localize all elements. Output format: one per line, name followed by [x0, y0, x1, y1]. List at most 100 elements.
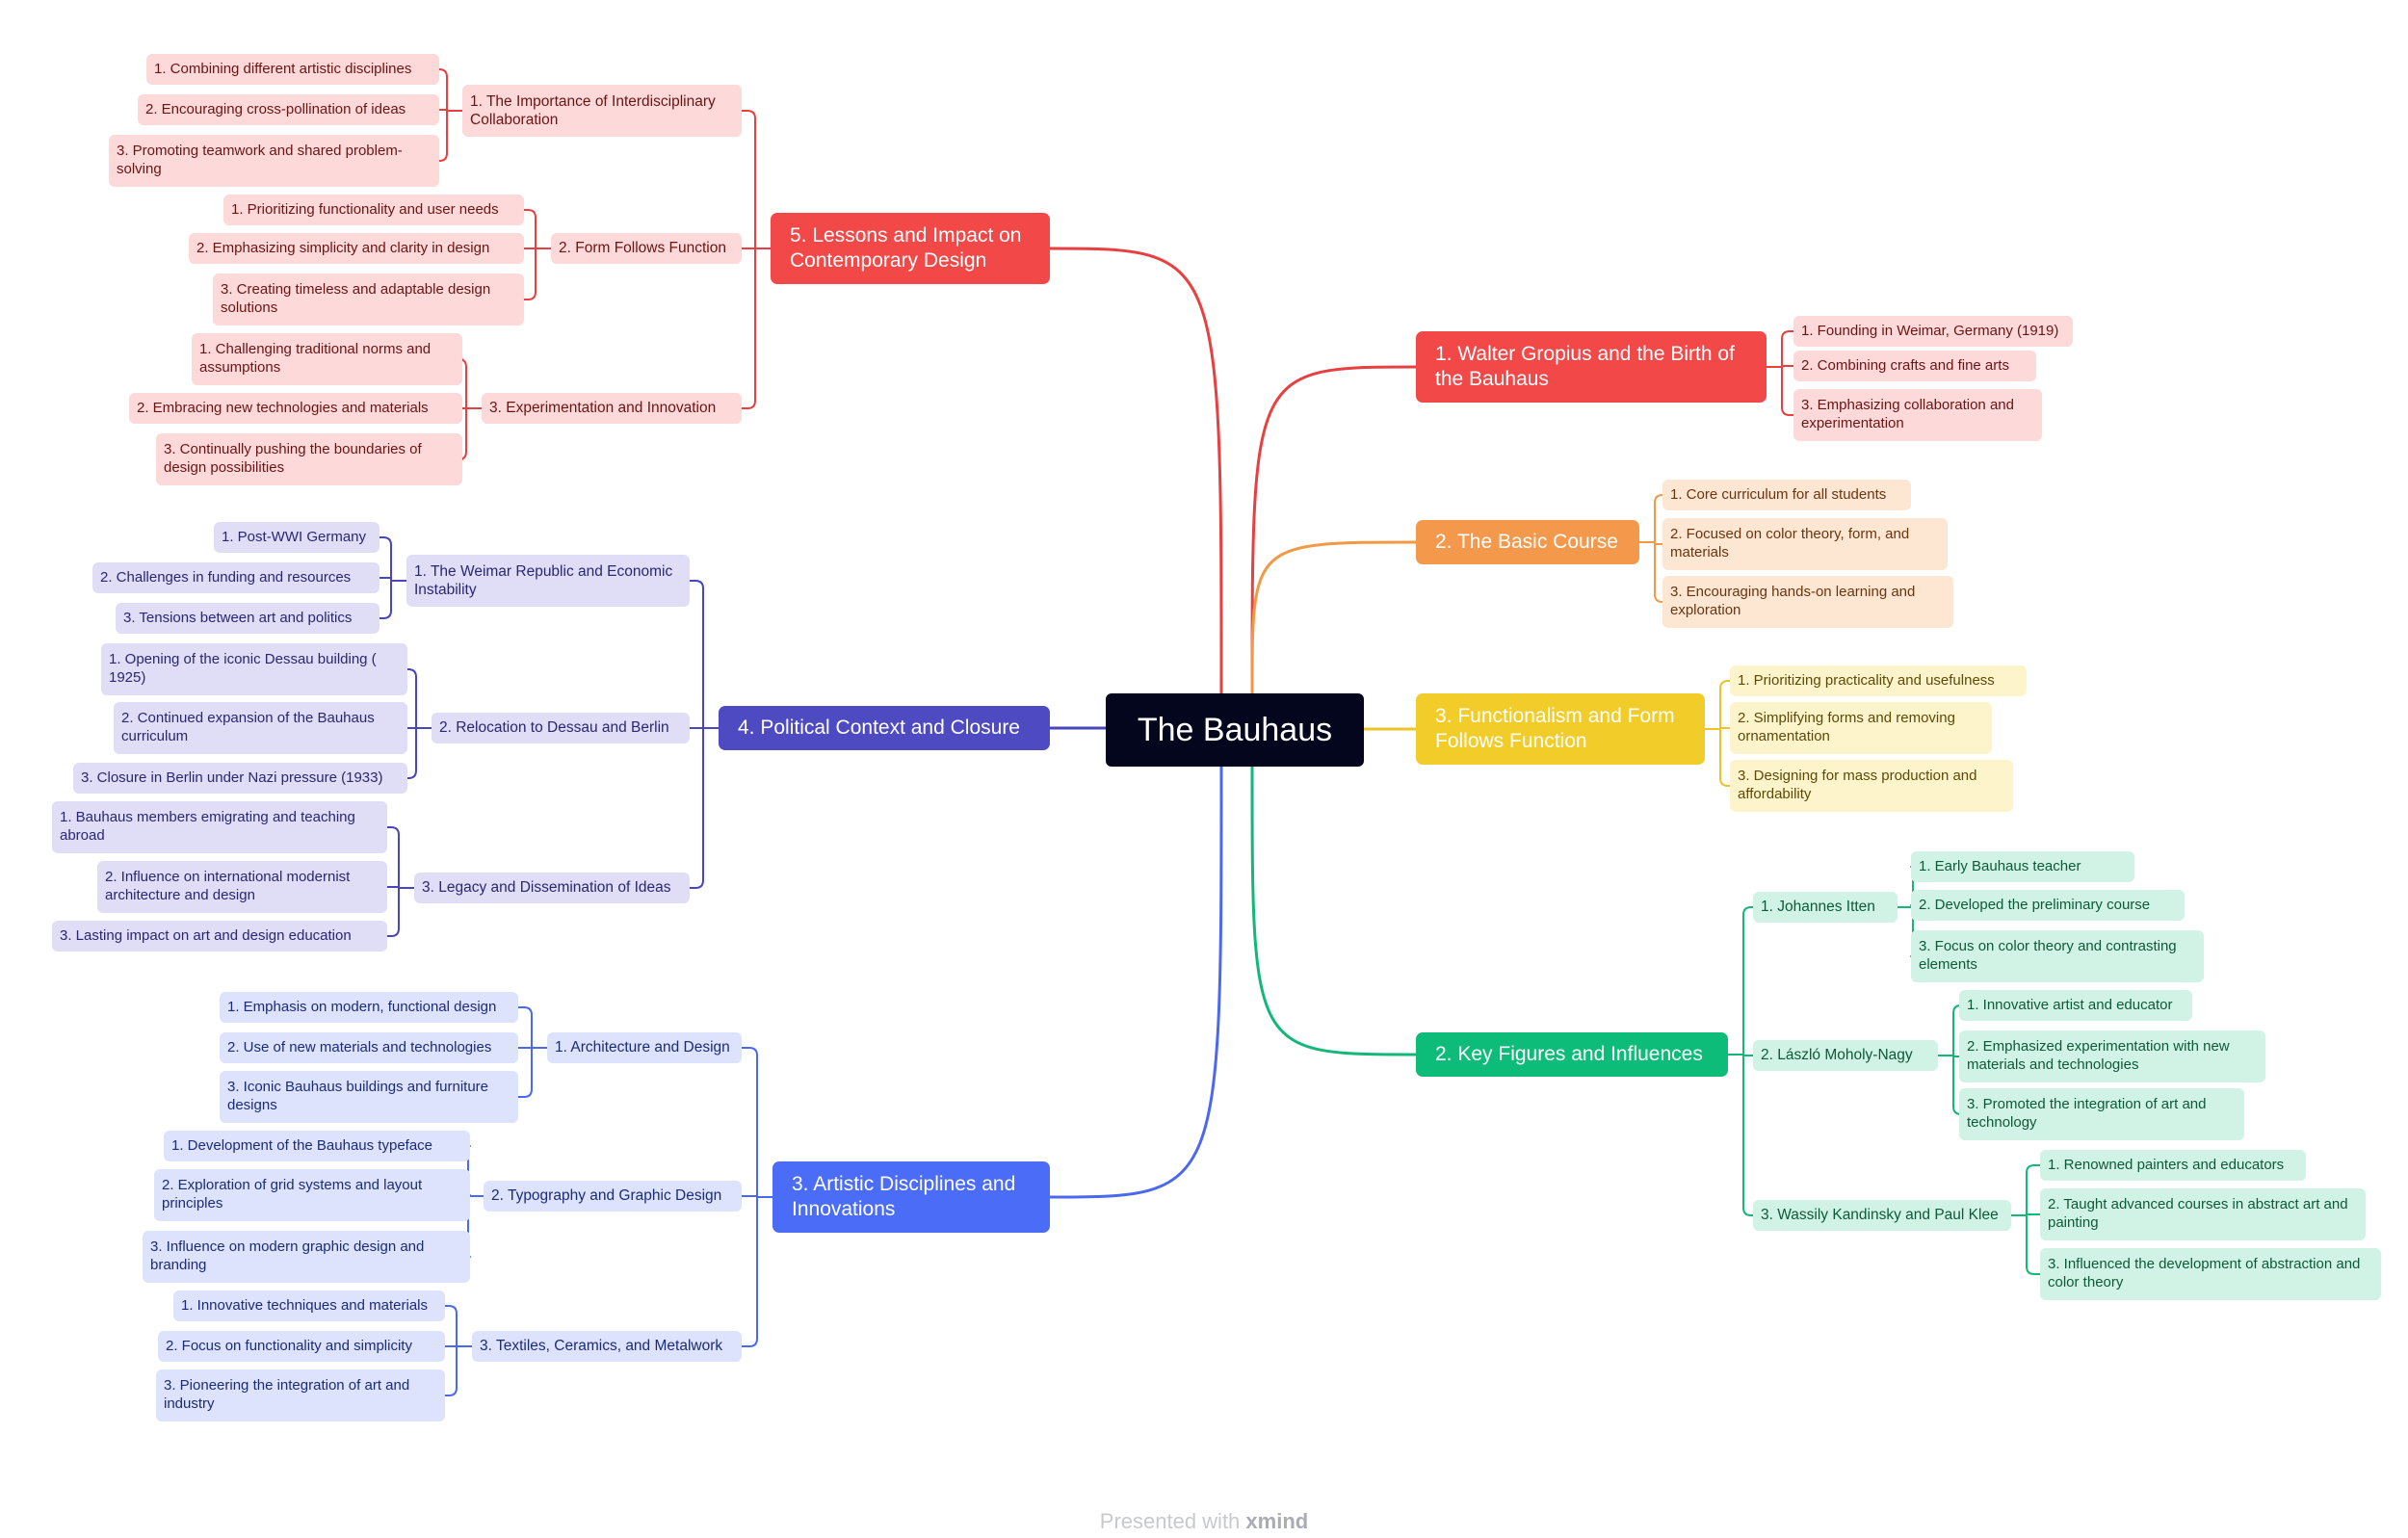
branch-2-the-basic-course-connector: [1250, 540, 1418, 695]
branch-5-lessons-and-impact-on-contemporary-design-sub-3[interactable]: 3. Experimentation and Innovation: [482, 393, 742, 424]
branch-3-artistic-disciplines-and-innovations-sub-1[interactable]: 1. Architecture and Design: [547, 1032, 742, 1063]
branch-5-lessons-and-impact-on-contemporary-design-sub-1-item-3[interactable]: 3. Promoting teamwork and shared problem…: [109, 135, 439, 187]
branch-4-political-context-and-closure-sub-3-item-2[interactable]: 2. Influence on international modernist …: [97, 861, 387, 913]
branch-3-functionalism-and-form-follows-function-item-3[interactable]: 3. Designing for mass production and aff…: [1730, 760, 2013, 812]
branch-2-key-figures-and-influences-sub-3[interactable]: 3. Wassily Kandinsky and Paul Klee: [1753, 1200, 2011, 1231]
branch-5-lessons-and-impact-on-contemporary-design-sub-3-item-2[interactable]: 2. Embracing new technologies and materi…: [129, 393, 462, 424]
branch-5-lessons-and-impact-on-contemporary-design-sub-1-link-1: [438, 68, 448, 112]
branch-2-key-figures-and-influences-link-1: [1742, 906, 1754, 1056]
branch-5-lessons-and-impact-on-contemporary-design-sub-2-item-1[interactable]: 1. Prioritizing functionality and user n…: [223, 195, 524, 225]
xmind-brand: xmind: [1245, 1509, 1309, 1533]
branch-2-the-basic-course-item-3[interactable]: 3. Encouraging hands-on learning and exp…: [1662, 576, 1953, 628]
branch-4-political-context-and-closure-sub-1-item-2[interactable]: 2. Challenges in funding and resources: [92, 562, 380, 593]
branch-5-lessons-and-impact-on-contemporary-design-sub-2-item-3[interactable]: 3. Creating timeless and adaptable desig…: [213, 274, 524, 326]
branch-5-lessons-and-impact-on-contemporary-design-sub-2-item-3-label: 3. Creating timeless and adaptable desig…: [221, 281, 491, 316]
branch-2-key-figures-and-influences-link-3: [1742, 1054, 1754, 1216]
branch-5-lessons-and-impact-on-contemporary-design-sub-2-item-1-label: 1. Prioritizing functionality and user n…: [231, 200, 499, 218]
branch-2-key-figures-and-influences-sub-3-item-1-label: 1. Renowned painters and educators: [2048, 1156, 2285, 1173]
branch-3-artistic-disciplines-and-innovations-sub-1-link-1: [517, 1006, 533, 1049]
branch-4-political-context-and-closure-sub-2[interactable]: 2. Relocation to Dessau and Berlin: [432, 713, 690, 743]
branch-5-lessons-and-impact-on-contemporary-design-sub-1-item-2-label: 2. Encouraging cross-pollination of idea…: [145, 100, 406, 117]
branch-4-political-context-and-closure-sub-1[interactable]: 1. The Weimar Republic and Economic Inst…: [406, 555, 690, 607]
branch-3-artistic-disciplines-and-innovations-sub-1-item-2[interactable]: 2. Use of new materials and technologies: [220, 1032, 518, 1063]
branch-3-artistic-disciplines-and-innovations-connector: [1048, 765, 1223, 1199]
branch-2-key-figures-and-influences-sub-2-item-1[interactable]: 1. Innovative artist and educator: [1959, 990, 2192, 1021]
branch-5-lessons-and-impact-on-contemporary-design-sub-3-item-3[interactable]: 3. Continually pushing the boundaries of…: [156, 433, 462, 485]
branch-5-lessons-and-impact-on-contemporary-design-sub-1-item-2[interactable]: 2. Encouraging cross-pollination of idea…: [138, 94, 439, 125]
branch-3-artistic-disciplines-and-innovations-sub-1-item-3[interactable]: 3. Iconic Bauhaus buildings and furnitur…: [220, 1071, 518, 1123]
branch-2-the-basic-course[interactable]: 2. The Basic Course: [1416, 520, 1639, 564]
branch-4-political-context-and-closure-sub-1-item-1-label: 1. Post-WWI Germany: [222, 528, 367, 545]
branch-2-key-figures-and-influences-sub-1[interactable]: 1. Johannes Itten: [1753, 892, 1898, 923]
branch-3-artistic-disciplines-and-innovations[interactable]: 3. Artistic Disciplines and Innovations: [772, 1161, 1050, 1233]
branch-2-key-figures-and-influences-sub-1-label: 1. Johannes Itten: [1761, 899, 1875, 916]
branch-5-lessons-and-impact-on-contemporary-design-sub-3-item-1-label: 1. Challenging traditional norms and ass…: [199, 341, 432, 376]
branch-3-functionalism-and-form-follows-function-item-1[interactable]: 1. Prioritizing practicality and usefuln…: [1730, 665, 2027, 696]
branch-3-functionalism-and-form-follows-function-item-3-label: 3. Designing for mass production and aff…: [1738, 768, 1977, 802]
branch-2-key-figures-and-influences-sub-2-item-3[interactable]: 3. Promoted the integration of art and t…: [1959, 1088, 2244, 1140]
branch-4-political-context-and-closure-sub-3[interactable]: 3. Legacy and Dissemination of Ideas: [414, 873, 690, 903]
branch-4-political-context-and-closure-sub-2-item-3[interactable]: 3. Closure in Berlin under Nazi pressure…: [73, 763, 407, 794]
branch-3-artistic-disciplines-and-innovations-sub-2-item-1[interactable]: 1. Development of the Bauhaus typeface: [164, 1131, 470, 1161]
branch-4-political-context-and-closure-sub-1-item-3[interactable]: 3. Tensions between art and politics: [116, 603, 380, 634]
branch-1-walter-gropius-and-the-birth-of-the-bauhaus-item-2[interactable]: 2. Combining crafts and fine arts: [1793, 351, 2036, 381]
branch-2-key-figures-and-influences-sub-2-item-3-label: 3. Promoted the integration of art and t…: [1967, 1096, 2207, 1131]
branch-3-artistic-disciplines-and-innovations-sub-3-item-1[interactable]: 1. Innovative techniques and materials: [173, 1290, 445, 1321]
branch-2-key-figures-and-influences-sub-3-item-2[interactable]: 2. Taught advanced courses in abstract a…: [2040, 1188, 2366, 1240]
branch-4-political-context-and-closure-sub-3-item-1[interactable]: 1. Bauhaus members emigrating and teachi…: [52, 801, 387, 853]
branch-2-key-figures-and-influences-sub-2-item-2[interactable]: 2. Emphasized experimentation with new m…: [1959, 1030, 2265, 1082]
branch-4-political-context-and-closure-sub-2-item-2[interactable]: 2. Continued expansion of the Bauhaus cu…: [114, 702, 407, 754]
branch-2-key-figures-and-influences-sub-1-item-2[interactable]: 2. Developed the preliminary course: [1911, 890, 2185, 921]
branch-3-artistic-disciplines-and-innovations-sub-2[interactable]: 2. Typography and Graphic Design: [484, 1181, 742, 1212]
branch-5-lessons-and-impact-on-contemporary-design-sub-2-link-1: [523, 209, 537, 249]
branch-5-lessons-and-impact-on-contemporary-design[interactable]: 5. Lessons and Impact on Contemporary De…: [771, 213, 1050, 284]
branch-5-lessons-and-impact-on-contemporary-design-sub-1-item-3-label: 3. Promoting teamwork and shared problem…: [117, 143, 403, 177]
branch-3-artistic-disciplines-and-innovations-sub-2-item-2[interactable]: 2. Exploration of grid systems and layou…: [154, 1169, 470, 1221]
branch-3-artistic-disciplines-and-innovations-sub-1-item-3-label: 3. Iconic Bauhaus buildings and furnitur…: [227, 1079, 489, 1113]
branch-2-key-figures-and-influences-sub-3-item-3-label: 3. Influenced the development of abstrac…: [2048, 1256, 2361, 1290]
branch-3-artistic-disciplines-and-innovations-sub-3-item-2[interactable]: 2. Focus on functionality and simplicity: [158, 1331, 445, 1362]
branch-2-key-figures-and-influences-sub-3-item-3[interactable]: 3. Influenced the development of abstrac…: [2040, 1248, 2381, 1300]
branch-2-key-figures-and-influences-sub-2-item-1-label: 1. Innovative artist and educator: [1967, 996, 2173, 1013]
branch-1-walter-gropius-and-the-birth-of-the-bauhaus-item-3[interactable]: 3. Emphasizing collaboration and experim…: [1793, 389, 2042, 441]
branch-5-lessons-and-impact-on-contemporary-design-sub-3-item-1[interactable]: 1. Challenging traditional norms and ass…: [192, 333, 462, 385]
branch-2-key-figures-and-influences-sub-1-item-1[interactable]: 1. Early Bauhaus teacher: [1911, 851, 2134, 882]
branch-4-political-context-and-closure-sub-3-link-2: [386, 886, 400, 889]
branch-2-key-figures-and-influences[interactable]: 2. Key Figures and Influences: [1416, 1032, 1728, 1077]
branch-4-political-context-and-closure-sub-3-item-3[interactable]: 3. Lasting impact on art and design educ…: [52, 921, 387, 951]
branch-5-lessons-and-impact-on-contemporary-design-sub-1-item-1[interactable]: 1. Combining different artistic discipli…: [146, 54, 439, 85]
branch-3-artistic-disciplines-and-innovations-sub-1-item-1[interactable]: 1. Emphasis on modern, functional design: [220, 992, 518, 1023]
branch-5-lessons-and-impact-on-contemporary-design-sub-2-item-2[interactable]: 2. Emphasizing simplicity and clarity in…: [189, 233, 524, 264]
branch-1-walter-gropius-and-the-birth-of-the-bauhaus-link-1: [1781, 330, 1794, 368]
branch-4-political-context-and-closure-sub-1-item-1[interactable]: 1. Post-WWI Germany: [214, 522, 380, 553]
branch-4-political-context-and-closure[interactable]: 4. Political Context and Closure: [719, 706, 1050, 750]
branch-2-key-figures-and-influences-sub-1-item-3[interactable]: 3. Focus on color theory and contrasting…: [1911, 930, 2204, 982]
branch-3-artistic-disciplines-and-innovations-sub-2-item-1-label: 1. Development of the Bauhaus typeface: [171, 1136, 433, 1154]
branch-1-walter-gropius-and-the-birth-of-the-bauhaus[interactable]: 1. Walter Gropius and the Birth of the B…: [1416, 331, 1767, 403]
root-topic[interactable]: The Bauhaus: [1106, 693, 1364, 767]
branch-3-artistic-disciplines-and-innovations-sub-3-item-3[interactable]: 3. Pioneering the integration of art and…: [156, 1369, 445, 1421]
branch-1-walter-gropius-and-the-birth-of-the-bauhaus-link-2: [1781, 365, 1794, 368]
branch-3-functionalism-and-form-follows-function-item-2[interactable]: 2. Simplifying forms and removing orname…: [1730, 702, 1992, 754]
branch-2-the-basic-course-item-2[interactable]: 2. Focused on color theory, form, and ma…: [1662, 518, 1948, 570]
branch-1-walter-gropius-and-the-birth-of-the-bauhaus-connector: [1250, 365, 1418, 695]
branch-4-political-context-and-closure-sub-2-item-2-label: 2. Continued expansion of the Bauhaus cu…: [121, 710, 375, 744]
branch-2-key-figures-and-influences-sub-2-label: 2. László Moholy-Nagy: [1761, 1047, 1913, 1064]
branch-3-artistic-disciplines-and-innovations-sub-2-item-3[interactable]: 3. Influence on modern graphic design an…: [143, 1231, 470, 1283]
branch-2-the-basic-course-item-1[interactable]: 1. Core curriculum for all students: [1662, 480, 1911, 510]
branch-2-key-figures-and-influences-sub-2[interactable]: 2. László Moholy-Nagy: [1753, 1040, 1938, 1071]
branch-3-artistic-disciplines-and-innovations-sub-3[interactable]: 3. Textiles, Ceramics, and Metalwork: [472, 1331, 742, 1362]
branch-2-key-figures-and-influences-sub-3-item-1[interactable]: 1. Renowned painters and educators: [2040, 1150, 2306, 1181]
branch-5-lessons-and-impact-on-contemporary-design-sub-2[interactable]: 2. Form Follows Function: [551, 233, 742, 264]
branch-5-lessons-and-impact-on-contemporary-design-label: 5. Lessons and Impact on Contemporary De…: [790, 223, 1022, 272]
branch-1-walter-gropius-and-the-birth-of-the-bauhaus-item-1[interactable]: 1. Founding in Weimar, Germany (1919): [1793, 316, 2073, 347]
branch-3-artistic-disciplines-and-innovations-sub-1-label: 1. Architecture and Design: [555, 1039, 730, 1056]
branch-3-artistic-disciplines-and-innovations-sub-3-link-1: [444, 1305, 458, 1347]
branch-4-political-context-and-closure-sub-2-item-1[interactable]: 1. Opening of the iconic Dessau building…: [101, 643, 407, 695]
branch-5-lessons-and-impact-on-contemporary-design-sub-1-item-1-label: 1. Combining different artistic discipli…: [154, 60, 412, 77]
branch-5-lessons-and-impact-on-contemporary-design-sub-1[interactable]: 1. The Importance of Interdisciplinary C…: [462, 85, 742, 137]
branch-3-artistic-disciplines-and-innovations-sub-3-link-3: [444, 1345, 458, 1396]
branch-3-functionalism-and-form-follows-function[interactable]: 3. Functionalism and Form Follows Functi…: [1416, 693, 1705, 765]
branch-1-walter-gropius-and-the-birth-of-the-bauhaus-link-3: [1781, 366, 1794, 416]
